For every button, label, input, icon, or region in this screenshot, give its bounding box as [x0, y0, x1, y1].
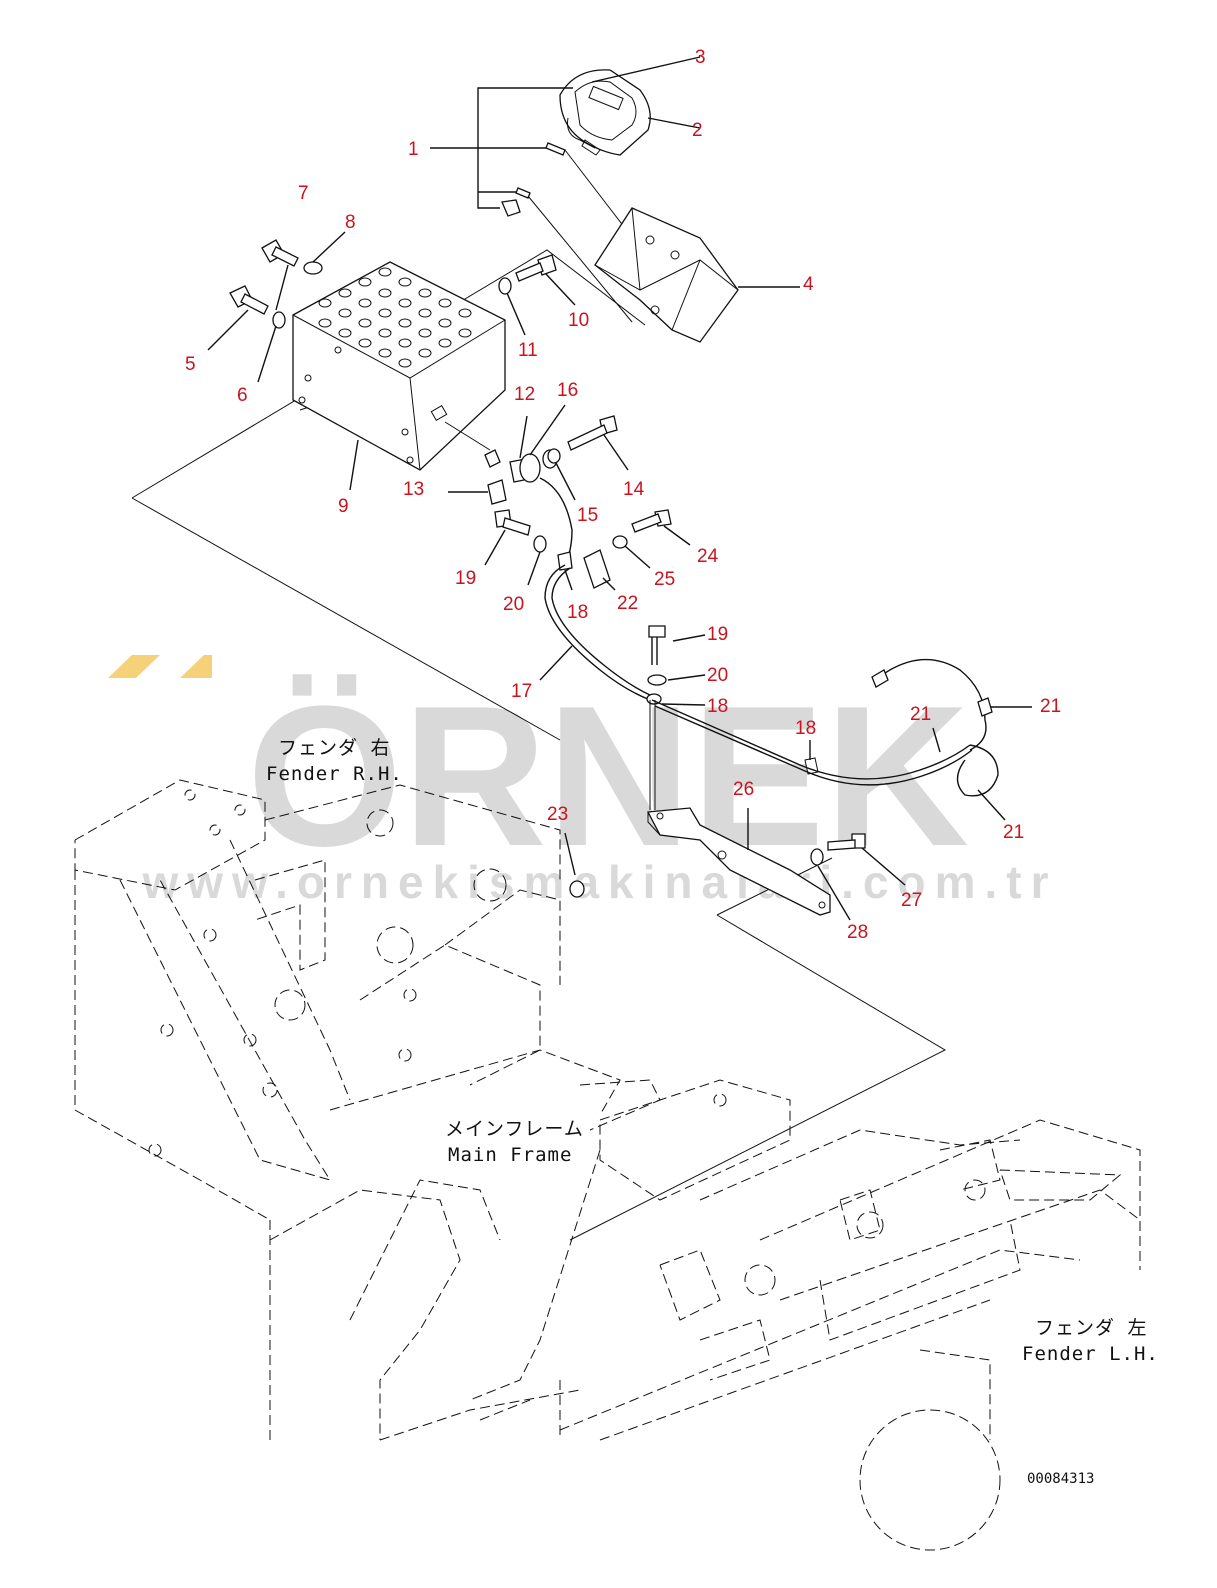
bracket-26-group — [646, 807, 906, 921]
cable-clamp-lower-group — [646, 625, 706, 706]
lamp-holder-bracket — [594, 207, 800, 343]
watermark-url: www.ornekismakinalari.com.tr — [142, 856, 1058, 908]
fender-rh-label-en: Fender R.H. — [266, 763, 403, 785]
main-frame-label-jp: メインフレーム — [445, 1118, 584, 1140]
callout-19-lower: 19 — [707, 624, 728, 645]
callout-21-left: 21 — [910, 704, 931, 725]
hand-lamp-assembly — [559, 56, 701, 156]
battery-box — [292, 261, 506, 491]
callout-17: 17 — [511, 681, 532, 702]
callout-28: 28 — [847, 922, 868, 943]
callout-18-upper: 18 — [567, 602, 588, 623]
callout-7: 7 — [298, 183, 309, 204]
fender-rh-label-jp: フェンダ 右 — [278, 737, 390, 759]
washer-23 — [564, 832, 585, 898]
drawing-number: 00084313 — [1027, 1471, 1094, 1487]
watermark: ÖRNEK www.ornekismakinalari.com.tr — [108, 655, 1058, 908]
callout-26: 26 — [733, 779, 754, 800]
callout-13: 13 — [403, 479, 424, 500]
part-1-group — [430, 87, 649, 323]
callout-14: 14 — [623, 479, 645, 500]
callout-21-top-right: 21 — [1040, 696, 1061, 717]
callout-11: 11 — [518, 340, 538, 361]
cable-17 — [539, 564, 653, 701]
watermark-accent-left — [108, 655, 160, 678]
bolt-10-washer-11 — [498, 254, 576, 336]
callout-23: 23 — [547, 804, 568, 825]
watermark-accent-right — [180, 655, 212, 678]
fender-lh-label-en: Fender L.H. — [1022, 1343, 1159, 1365]
region-labels: フェンダ 右 Fender R.H. メインフレーム Main Frame フェ… — [266, 737, 1159, 1365]
callout-18-right: 18 — [795, 718, 816, 739]
callout-3: 3 — [695, 47, 706, 68]
cable-clamp-upper-group — [484, 509, 691, 591]
main-frame-label-en: Main Frame — [448, 1144, 572, 1166]
callout-5: 5 — [185, 354, 196, 375]
callout-8: 8 — [345, 212, 356, 233]
fender-lh-label-jp: フェンダ 左 — [1035, 1317, 1147, 1339]
callout-21-bottom-right: 21 — [1003, 822, 1024, 843]
bolts-and-washers-top-left — [207, 231, 346, 383]
callout-numbers: 1 2 3 4 5 6 7 8 9 10 11 12 13 14 15 16 1… — [185, 47, 1061, 943]
callout-22: 22 — [617, 593, 638, 614]
callout-15: 15 — [577, 505, 598, 526]
callout-4: 4 — [803, 274, 814, 295]
callout-12: 12 — [514, 384, 535, 405]
callout-20-upper: 20 — [503, 594, 524, 615]
callout-10: 10 — [568, 310, 589, 331]
callout-16: 16 — [557, 380, 578, 401]
callout-6: 6 — [237, 385, 248, 406]
callout-18-middle: 18 — [707, 696, 728, 717]
callout-24: 24 — [697, 546, 719, 567]
battery-cell-holes — [318, 267, 472, 368]
main-frame-outline — [74, 779, 1141, 1551]
callout-27: 27 — [901, 890, 922, 911]
callout-19-upper: 19 — [455, 568, 476, 589]
callout-25: 25 — [654, 569, 675, 590]
callout-9: 9 — [338, 496, 349, 517]
callout-2: 2 — [692, 120, 703, 141]
callout-1: 1 — [408, 139, 419, 160]
harness-right — [649, 658, 1032, 821]
callout-20-lower: 20 — [707, 665, 728, 686]
terminal-and-grommet-group — [448, 404, 629, 566]
watermark-brand: ÖRNEK — [247, 665, 969, 888]
